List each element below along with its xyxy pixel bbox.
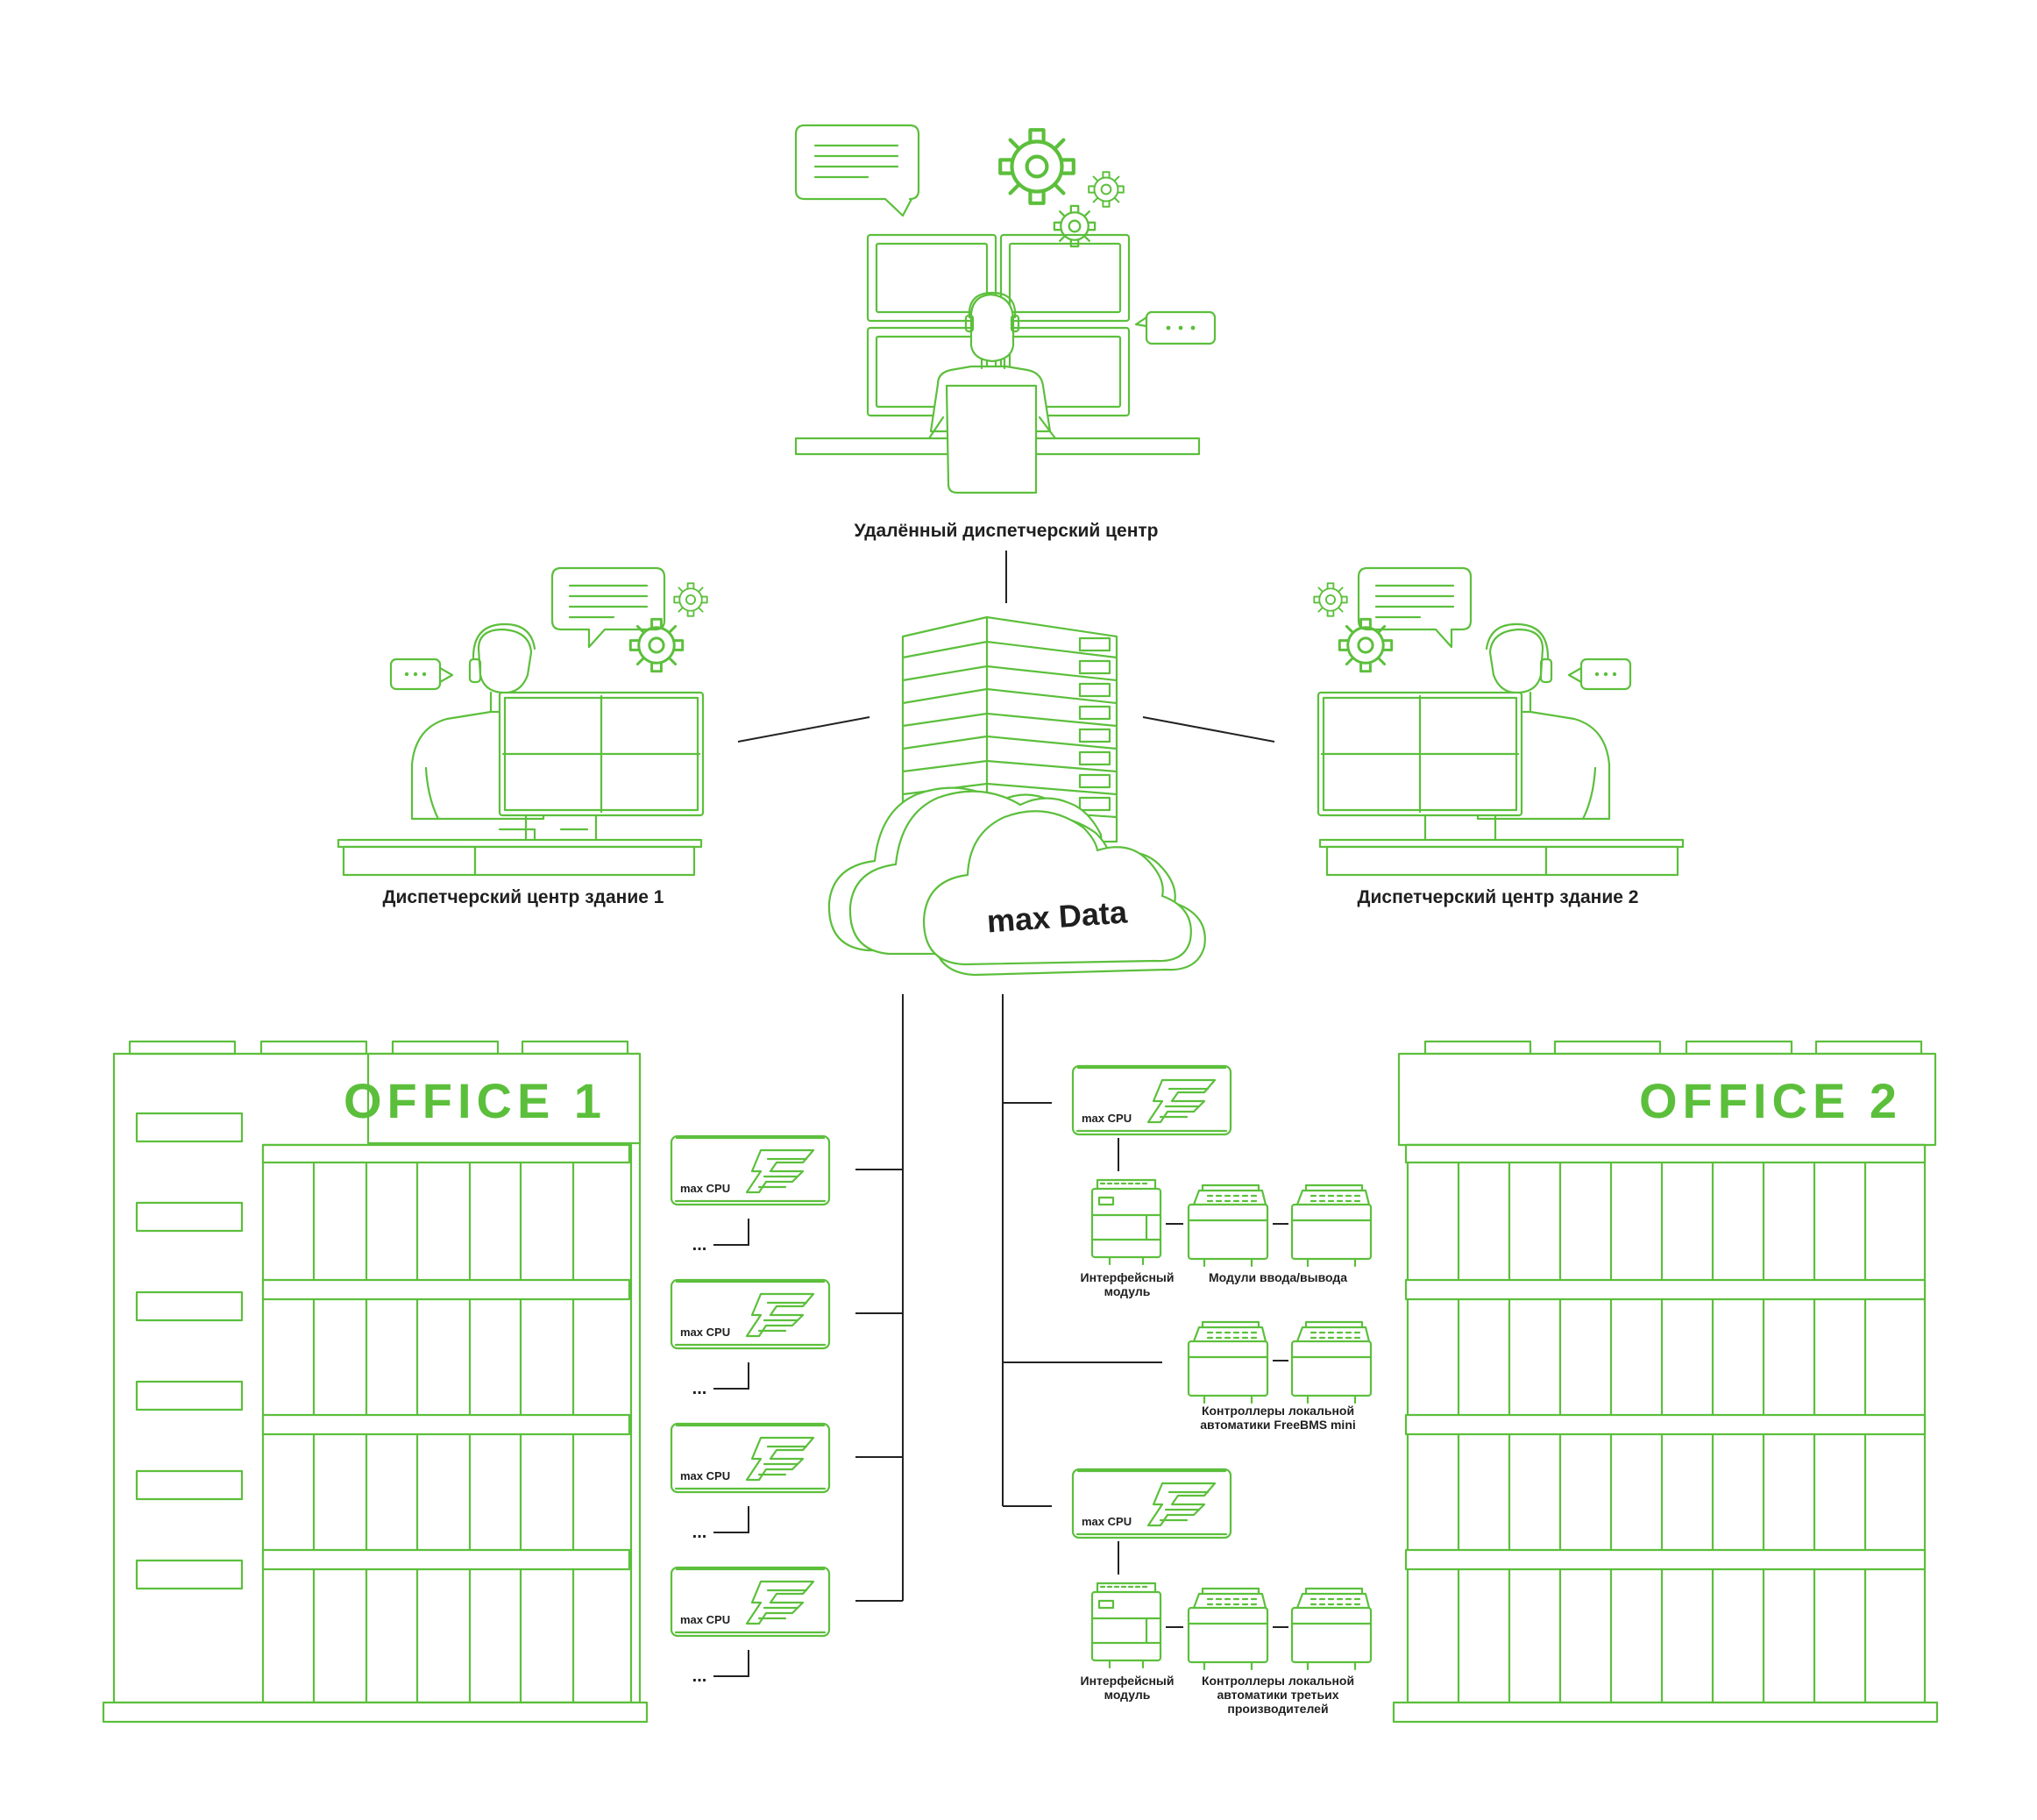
building-icon: OFFICE 1 — [102, 1040, 649, 1724]
center-building-1-label: Диспетчерский центр здание 1 — [383, 887, 664, 907]
cpu-label: max CPU — [1082, 1515, 1132, 1528]
cpu-label: max CPU — [680, 1469, 730, 1482]
third-party-label: производителей — [1227, 1702, 1328, 1716]
freebms-controller — [1290, 1320, 1373, 1404]
chat-bubble-icon — [794, 124, 920, 217]
cloud-icon: max Data — [827, 786, 1206, 977]
ellipsis: ... — [692, 1379, 707, 1398]
freebms-label: Контроллеры локальной — [1202, 1404, 1354, 1418]
office-2-label: OFFICE 2 — [1639, 1073, 1902, 1128]
interface-module — [1090, 1582, 1162, 1669]
monitor-wall-icon — [498, 691, 705, 842]
dispatch-center-building-2: Диспетчерский центр здание 2 — [1313, 566, 1685, 907]
ellipsis: ... — [692, 1667, 707, 1686]
cpu-label: max CPU — [680, 1182, 730, 1195]
remote-dispatch-center: Удалённый диспетчерский центр — [794, 124, 1217, 541]
cpu-module: max CPU — [1071, 1064, 1232, 1136]
office-1-controllers: max CPU max CPU max CPU max CPU ... ... … — [670, 994, 904, 1686]
desk — [337, 838, 703, 877]
chat-bubble-icon — [389, 658, 454, 691]
interface-module — [1090, 1178, 1162, 1266]
chat-bubble-icon — [550, 566, 666, 649]
cpu-module: max CPU — [670, 1422, 831, 1494]
office-2-controllers: max CPU Интерфейсный модуль Модули ввода… — [1002, 994, 1373, 1716]
third-party-controller — [1187, 1587, 1269, 1671]
freebms-controller — [1187, 1320, 1269, 1404]
interface-module-label: модуль — [1104, 1284, 1151, 1298]
interface-module-label: модуль — [1104, 1688, 1151, 1702]
monitor-wall-icon — [1317, 691, 1523, 842]
gear-icon — [1053, 204, 1097, 248]
io-modules-label: Модули ввода/вывода — [1209, 1270, 1347, 1284]
cpu-label: max CPU — [1082, 1112, 1132, 1125]
third-party-controller — [1290, 1587, 1373, 1671]
building-icon: OFFICE 2 — [1392, 1040, 1939, 1724]
center-building-2-label: Диспетчерский центр здание 2 — [1358, 887, 1639, 907]
third-party-label: Контроллеры локальной — [1202, 1674, 1354, 1688]
cpu-module: max CPU — [670, 1566, 831, 1638]
cpu-label: max CPU — [680, 1326, 730, 1339]
gear-icon — [1338, 617, 1394, 673]
cpu-module: max CPU — [670, 1278, 831, 1350]
io-module — [1290, 1184, 1373, 1268]
connectors-top — [737, 551, 1275, 743]
ellipsis: ... — [692, 1235, 707, 1255]
desk — [1318, 838, 1685, 877]
remote-center-label: Удалённый диспетчерский центр — [854, 521, 1158, 541]
gear-icon — [628, 617, 685, 673]
chat-bubble-icon — [1357, 566, 1473, 649]
cpu-module: max CPU — [670, 1134, 831, 1206]
office-1-label: OFFICE 1 — [344, 1073, 607, 1128]
dispatch-center-building-1: Диспетчерский центр здание 1 — [337, 566, 708, 907]
ellipsis: ... — [692, 1523, 707, 1542]
interface-module-label: Интерфейсный — [1081, 1674, 1175, 1688]
interface-module-label: Интерфейсный — [1081, 1270, 1175, 1284]
operator-icon — [927, 291, 1057, 494]
io-module — [1187, 1184, 1269, 1268]
cpu-label: max CPU — [680, 1613, 730, 1626]
chat-bubble-icon — [1134, 310, 1217, 345]
cpu-module: max CPU — [1071, 1468, 1232, 1539]
chat-bubble-icon — [1567, 658, 1632, 691]
gear-icon — [673, 582, 708, 617]
third-party-label: автоматики третьих — [1217, 1688, 1338, 1702]
freebms-label: автоматики FreeBMS mini — [1200, 1418, 1356, 1432]
gear-icon — [1313, 582, 1348, 617]
gear-icon — [1000, 130, 1074, 203]
gear-icon — [1088, 171, 1125, 208]
